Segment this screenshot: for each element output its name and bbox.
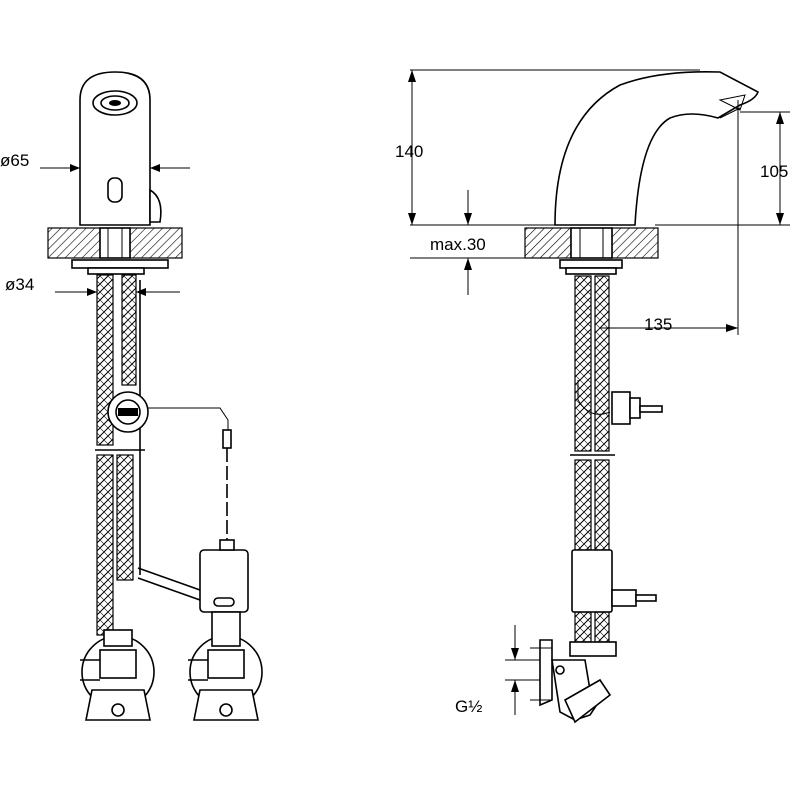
front-hose-left (96, 274, 114, 446)
side-counter-left (524, 227, 572, 259)
front-hose-right (121, 274, 137, 386)
front-valve-right (188, 611, 263, 721)
side-valve (530, 639, 612, 724)
side-lever (149, 188, 162, 223)
side-spout-body (554, 70, 759, 226)
front-view: ø65 ø34 (0, 71, 263, 721)
front-aerator (92, 90, 138, 116)
control-box (199, 549, 249, 613)
side-solenoid (611, 391, 631, 425)
side-counter-right (611, 227, 659, 259)
side-washer (559, 259, 623, 269)
sensor-window (107, 177, 123, 203)
dim-height-total: 140 (395, 142, 423, 161)
dim-counter-thickness: max.30 (430, 235, 486, 254)
front-counter-left (47, 227, 101, 259)
front-valve-left (80, 629, 155, 721)
side-view: 140 105 max.30 135 G½ (395, 69, 790, 724)
dim-thread: G½ (455, 697, 482, 716)
dim-height-outlet: 105 (760, 162, 788, 181)
side-hose-right (594, 275, 610, 452)
dim-diameter-spout: ø65 (0, 151, 29, 170)
dim-diameter-shank: ø34 (5, 275, 34, 294)
front-washer (71, 259, 169, 269)
side-hose-left (574, 275, 592, 452)
dim-reach: 135 (644, 315, 672, 334)
side-control-box (571, 549, 613, 613)
front-counter-right (129, 227, 183, 259)
